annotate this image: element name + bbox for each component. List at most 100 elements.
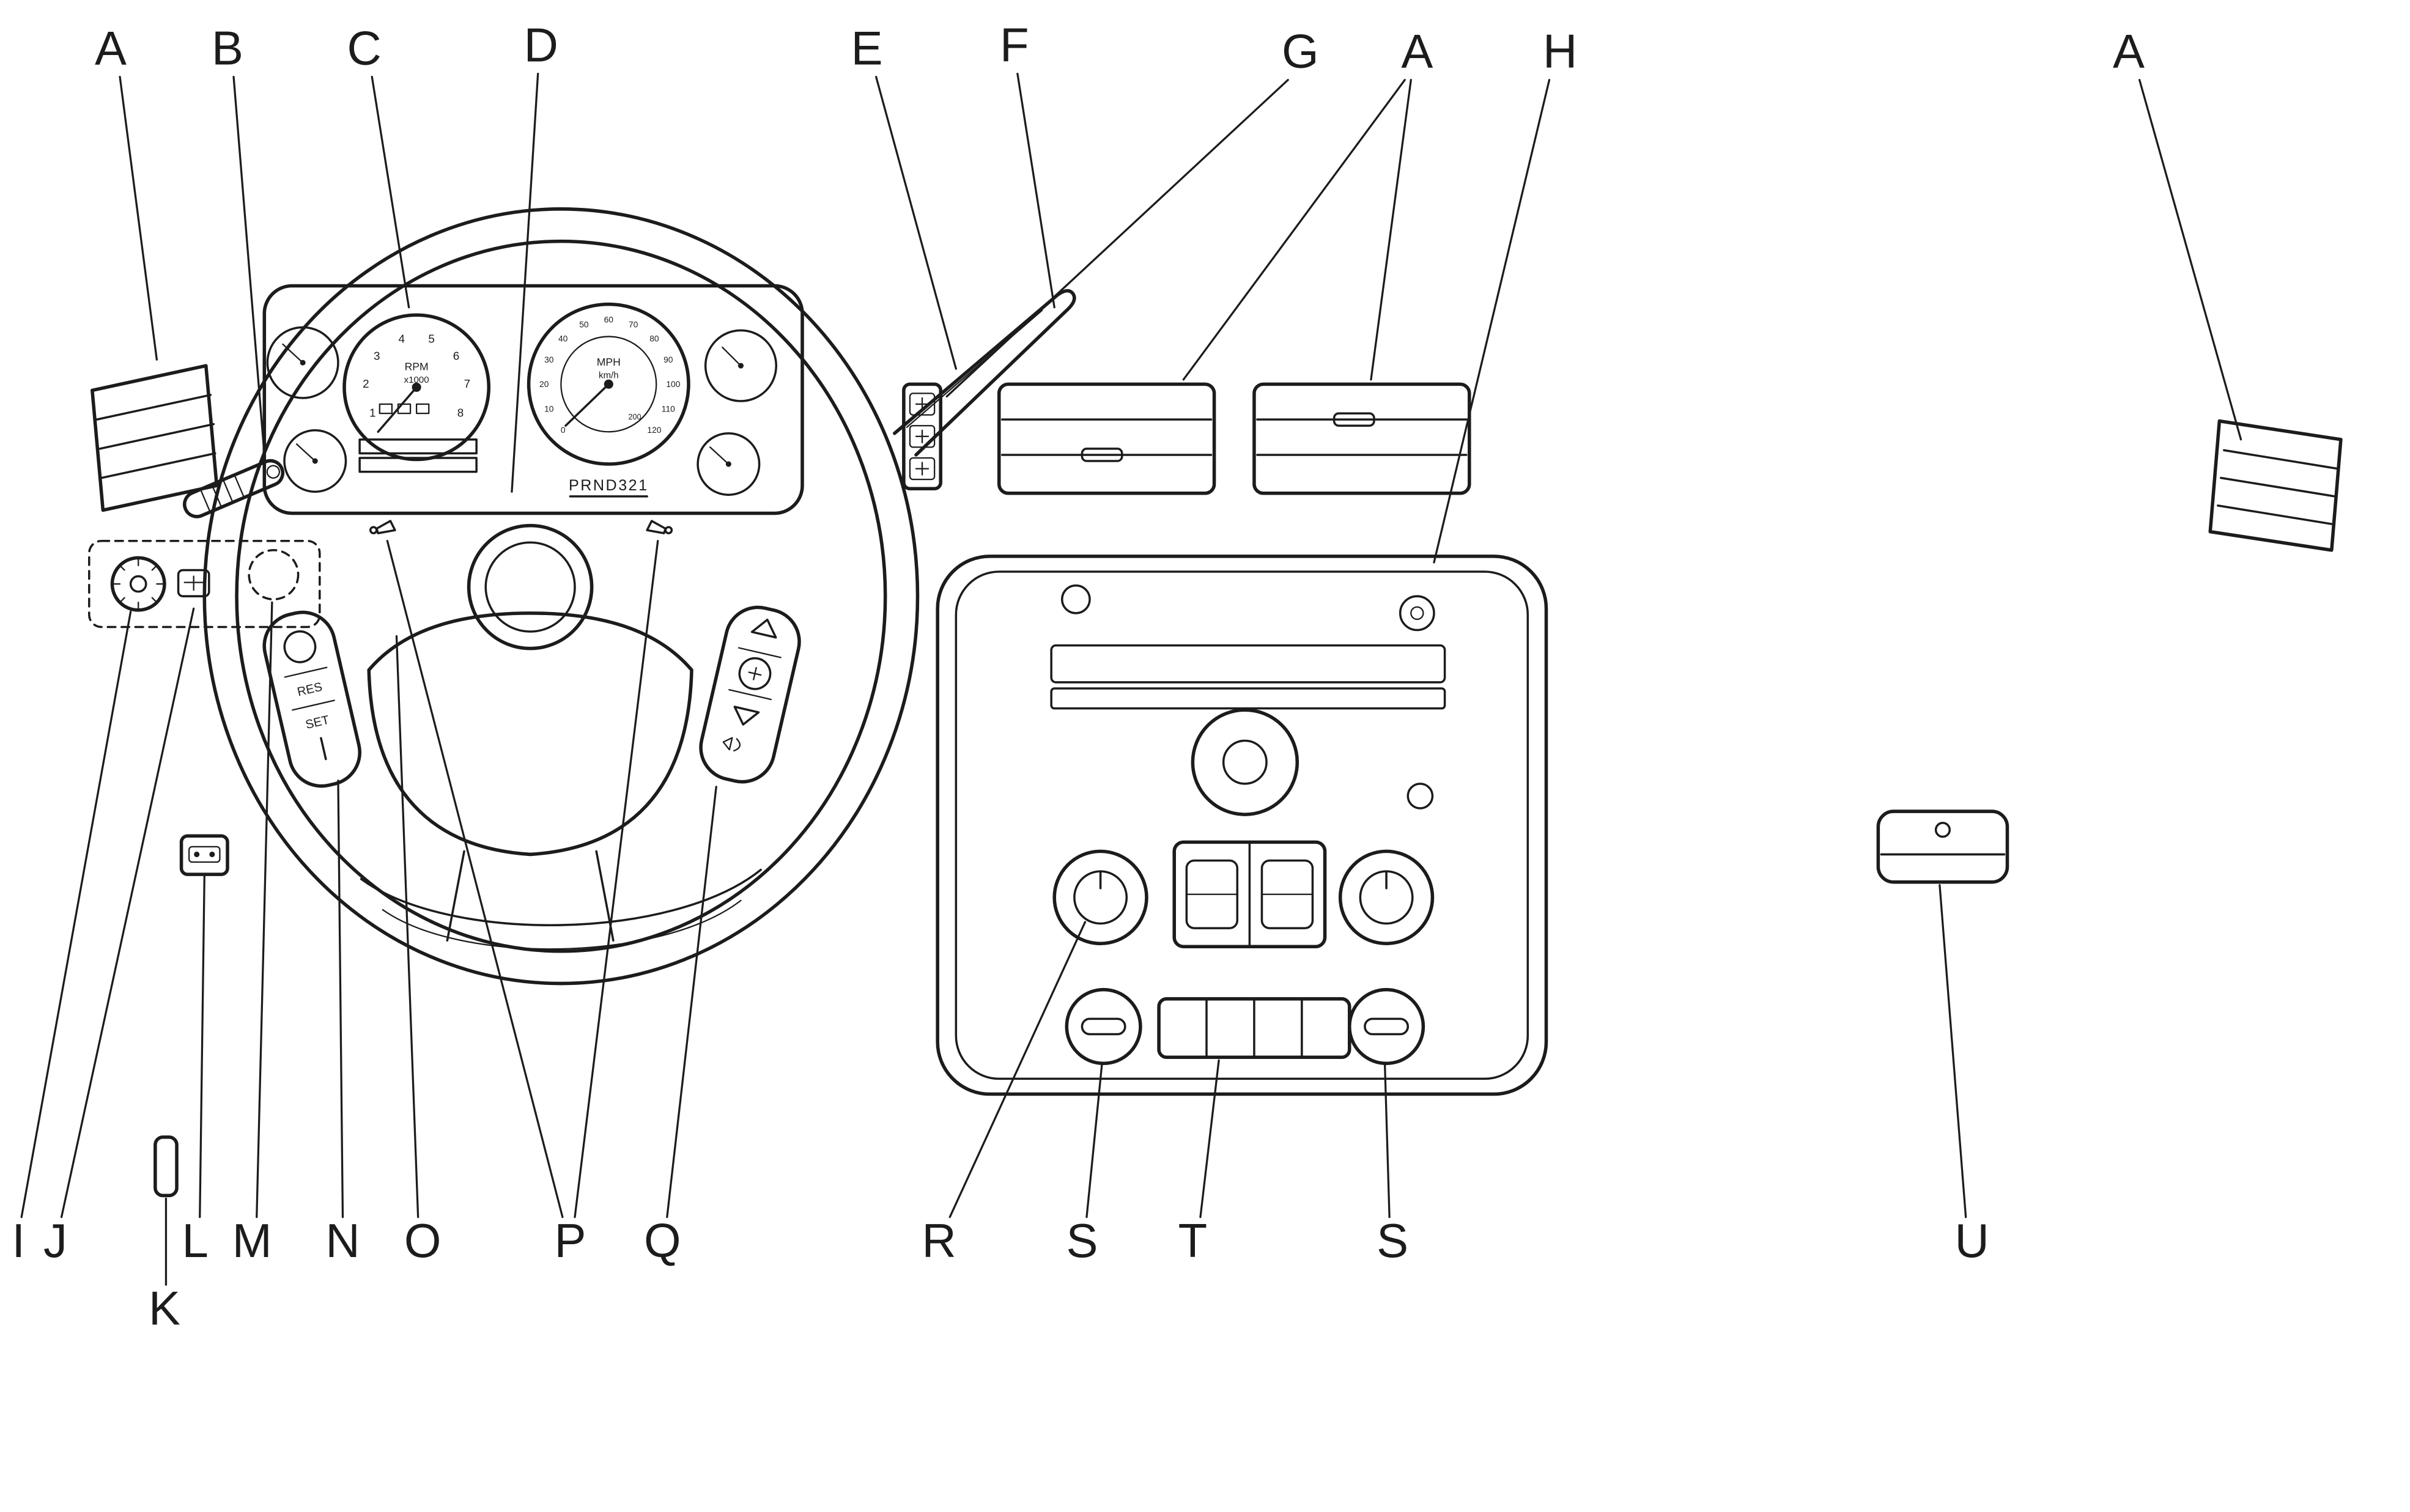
speedometer-number: 110 (662, 404, 675, 414)
tachometer-number: 5 (428, 333, 434, 345)
speedo-label: MPH (597, 356, 621, 368)
callout-H-center-stack: H (1543, 24, 1577, 78)
callout-U-glove-box-latch: U (1955, 1214, 1989, 1267)
leader-D-steering-column (511, 73, 539, 493)
leader-G-switch-panel (945, 79, 1289, 398)
callout-Q-right-spoke-controls: Q (644, 1214, 681, 1267)
turn-signal-lever (183, 459, 285, 518)
speedometer-number: 60 (604, 315, 614, 325)
speedometer-number: 0 (561, 425, 566, 435)
callout-S-lower-knob-left: S (1066, 1214, 1098, 1267)
leader-J-left-switch (60, 607, 195, 1219)
oil-gauge-marks (290, 432, 341, 476)
adjustable-pedal-switch (179, 834, 229, 876)
callout-O-column-bracket: O (404, 1214, 442, 1267)
gear-indicator: PRND321 (569, 477, 649, 494)
callout-L-pedal-switch: L (182, 1214, 209, 1267)
tachometer-number: 4 (398, 333, 404, 345)
horn-icon-right (646, 520, 673, 534)
callout-E-wiper-lever: E (851, 21, 883, 75)
coolant-gauge-marks (703, 435, 754, 479)
callout-M-dashed-control: M (232, 1214, 272, 1267)
speedometer-number: 50 (579, 320, 589, 330)
tach-label: RPM (405, 361, 429, 373)
speedo-inner-max: 200 (629, 413, 641, 421)
leader-Q-right-spoke-controls (666, 786, 717, 1219)
steering-wheel (202, 207, 920, 986)
leader-F-wiper-lever-tip (1016, 73, 1055, 309)
callout-I-headlamp-switch: I (12, 1214, 25, 1267)
cruise-set-label: SET (305, 714, 331, 732)
callout-A-center-vents: A (1401, 24, 1433, 78)
vent-grilles (210, 424, 2210, 517)
tachometer-number: 6 (453, 349, 459, 362)
callout-A-left-vent: A (95, 21, 127, 75)
callout-K-lower-trim: K (149, 1282, 180, 1335)
speedo-sublabel: km/h (599, 370, 619, 380)
leader-M-dashed-control (256, 601, 273, 1219)
speedometer-number: 30 (544, 355, 554, 364)
lower-trim-piece (153, 1135, 179, 1198)
volt-gauge-marks (712, 332, 771, 383)
tachometer-number: 7 (464, 377, 470, 390)
glove-box-latch (1876, 809, 2009, 884)
center-stack (936, 555, 1548, 1096)
speedometer-number: 40 (558, 334, 568, 344)
leader-L-pedal-switch (199, 874, 205, 1219)
audio-control-pod (699, 605, 801, 784)
callout-D-steering-column: D (524, 18, 558, 72)
leader-I-headlamp-switch (20, 610, 132, 1219)
speedometer-number: 70 (629, 320, 638, 330)
leader-R-climate-knob-left (948, 921, 1087, 1219)
speedometer-number: 90 (663, 355, 673, 364)
callout-T-lower-buttons: T (1178, 1214, 1208, 1267)
leader-A-right-vent (2138, 79, 2242, 441)
leader-A-center-vents (1182, 79, 1406, 381)
callout-F-wiper-lever-tip: F (1000, 18, 1029, 72)
leader-U-glove-box-latch (1939, 884, 1967, 1219)
tachometer-number: 3 (374, 349, 380, 362)
auxiliary-switch-panel (902, 382, 942, 491)
callout-J-left-switch: J (43, 1214, 67, 1267)
callout-G-switch-panel: G (1282, 24, 1319, 78)
left-switch-cluster (88, 539, 321, 629)
radio-unit (1050, 644, 1446, 816)
right-air-vent (2208, 419, 2343, 552)
leader-E-wiper-lever (875, 76, 957, 370)
speedometer-number: 80 (649, 334, 659, 344)
speedometer-number: 10 (544, 404, 554, 414)
tachometer-number: 8 (457, 406, 464, 419)
speedometer-number: 20 (539, 379, 549, 389)
speedometer-number: 100 (666, 379, 680, 389)
leader-S-lower-knob-right (1383, 1062, 1391, 1219)
leader-P-horn-symbols (574, 540, 659, 1219)
leader-S-lower-knob-left (1085, 1062, 1103, 1219)
callout-C-instrument-cluster: C (347, 21, 382, 75)
leader-T-lower-buttons (1199, 1059, 1220, 1219)
fan-knob-marks (1050, 847, 1151, 934)
dashboard-body (69, 356, 2368, 1343)
leader-A-left-vent (119, 76, 158, 361)
horn-icon-left (369, 520, 396, 534)
callout-B-turn-signal-lever: B (212, 21, 243, 75)
left-air-vent (91, 364, 219, 512)
climate-controls (1052, 840, 1435, 949)
callout-N-left-spoke-controls: N (325, 1214, 360, 1267)
leader-O-column-bracket (395, 635, 420, 1219)
callout-R-climate-knob-left: R (922, 1214, 956, 1267)
leader-H-center-stack (1433, 79, 1551, 564)
leader-P-horn-symbols (386, 540, 564, 1219)
cruise-res-label: RES (296, 680, 323, 699)
callout-A-right-vent: A (2113, 24, 2145, 78)
center-air-vent-right (1252, 382, 1471, 495)
instrument-cluster: RPM x1000 MPH km/h 200 PRND321 (262, 284, 804, 515)
tachometer-number: 1 (369, 406, 375, 419)
callout-P-horn-symbols: P (554, 1214, 586, 1267)
temperature-knob-marks (1337, 847, 1436, 934)
callout-leader-lines (20, 73, 2242, 1286)
